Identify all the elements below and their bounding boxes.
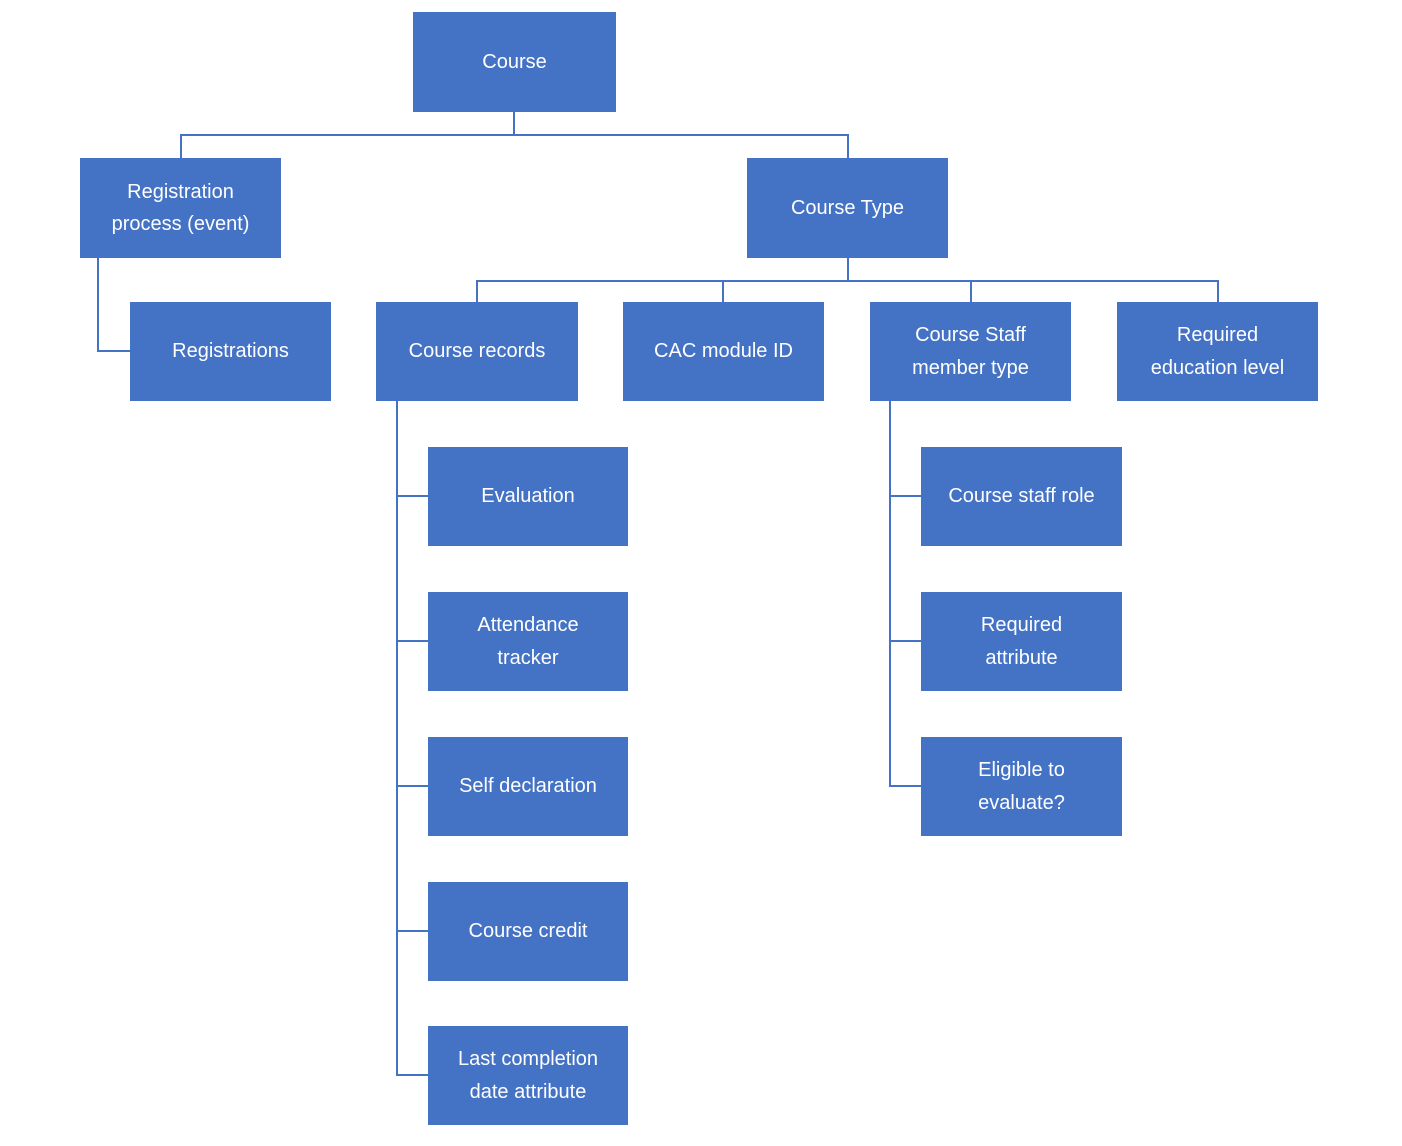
node-attendance-tracker: Attendance tracker <box>428 592 628 691</box>
connector-line <box>396 930 428 932</box>
connector-line <box>970 280 972 302</box>
node-required-education-level: Required education level <box>1117 302 1318 401</box>
connector-line <box>396 640 428 642</box>
connector-line <box>722 280 724 302</box>
connector-line <box>396 785 428 787</box>
node-registrations: Registrations <box>130 302 331 401</box>
connector-line <box>476 280 478 302</box>
connector-line <box>513 112 515 136</box>
node-evaluation: Evaluation <box>428 447 628 546</box>
node-cac-module-id: CAC module ID <box>623 302 824 401</box>
connector-line <box>889 785 921 787</box>
connector-line <box>97 350 130 352</box>
connector-line <box>97 258 99 352</box>
node-eligible-to-evaluate: Eligible to evaluate? <box>921 737 1122 836</box>
connector-line <box>889 401 891 786</box>
connector-line <box>396 1074 428 1076</box>
connector-line <box>476 280 1219 282</box>
connector-line <box>847 134 849 158</box>
connector-line <box>180 134 849 136</box>
node-last-completion-date-attribute: Last completion date attribute <box>428 1026 628 1125</box>
connector-line <box>396 495 428 497</box>
connector-line <box>889 495 921 497</box>
node-self-declaration: Self declaration <box>428 737 628 836</box>
node-course-credit: Course credit <box>428 882 628 981</box>
node-course-records: Course records <box>376 302 578 401</box>
connector-line <box>889 640 921 642</box>
connector-line <box>396 401 398 1076</box>
node-course: Course <box>413 12 616 112</box>
node-course-type: Course Type <box>747 158 948 258</box>
connector-line <box>180 134 182 158</box>
node-course-staff-member-type: Course Staff member type <box>870 302 1071 401</box>
node-required-attribute: Required attribute <box>921 592 1122 691</box>
node-registration-process: Registration process (event) <box>80 158 281 258</box>
node-course-staff-role: Course staff role <box>921 447 1122 546</box>
connector-line <box>847 258 849 282</box>
connector-line <box>1217 280 1219 302</box>
